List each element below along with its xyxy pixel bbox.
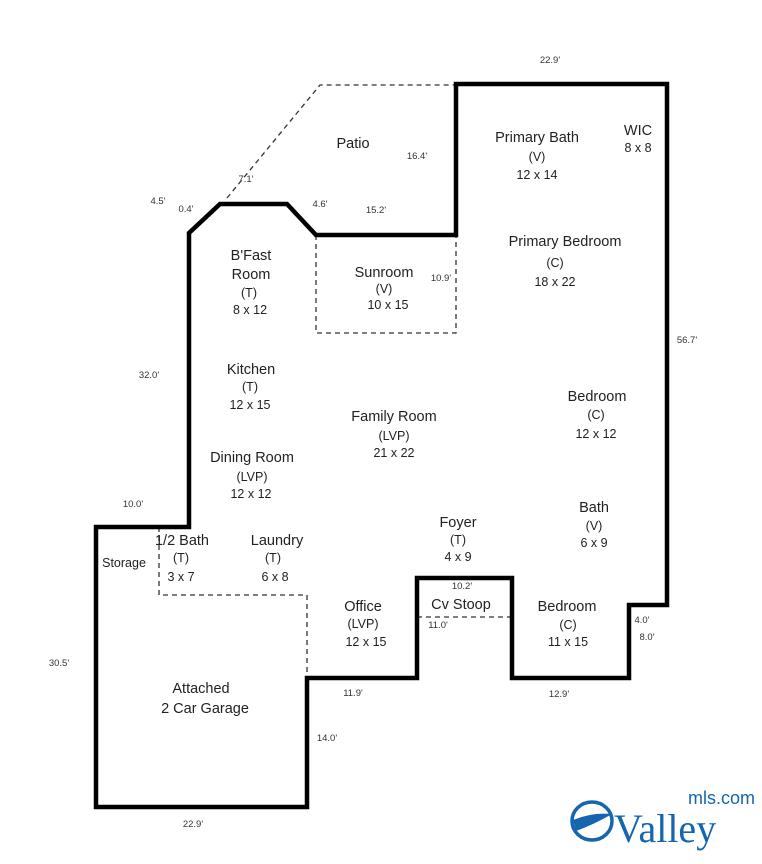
room-bfast: B'Fast — [231, 248, 272, 264]
sunroom-outline — [315, 235, 457, 334]
room-primary-bath: Primary Bath — [495, 130, 579, 146]
room-size: 12 x 12 — [230, 487, 271, 501]
room-office: Office — [344, 599, 382, 615]
room-primary-bedroom: Primary Bedroom — [509, 234, 622, 250]
dimension-label: 4.6' — [312, 199, 327, 210]
dimension-label: 11.9' — [343, 688, 363, 699]
room-kitchen: Kitchen — [227, 362, 275, 378]
logo-brand: Valley — [614, 806, 716, 851]
dimension-label: 10.2' — [452, 581, 472, 592]
room-size: 12 x 15 — [229, 398, 270, 412]
room-size: 3 x 7 — [167, 570, 194, 584]
room-bfast-line2: Room — [232, 267, 271, 283]
logo-suffix: mls.com — [688, 788, 755, 808]
laundry-outline — [158, 527, 308, 678]
dimension-label: 4.5' — [150, 196, 165, 207]
dimension-label: 30.5' — [49, 658, 69, 669]
room-size: 12 x 15 — [345, 635, 386, 649]
room-size: 12 x 12 — [575, 427, 616, 441]
room-floor: (T) — [242, 380, 258, 394]
room-bedroom-2: Bedroom — [568, 389, 627, 405]
dimension-label: 22.9' — [183, 819, 203, 830]
room-family: Family Room — [351, 409, 436, 425]
room-size: 11 x 15 — [548, 635, 588, 649]
room-floor: (T) — [241, 286, 257, 300]
room-floor: (T) — [265, 551, 281, 565]
room-size: 12 x 14 — [516, 168, 557, 182]
room-floor: (C) — [546, 256, 563, 270]
dimension-label: 10.0' — [123, 499, 143, 510]
dimension-label: 15.2' — [366, 205, 386, 216]
room-size: 8 x 8 — [624, 141, 651, 155]
room-wic: WIC — [624, 123, 652, 139]
room-bath: Bath — [579, 500, 609, 516]
room-floor: (C) — [587, 408, 604, 422]
room-floor: (T) — [173, 551, 189, 565]
dimension-label: 16.4' — [407, 151, 427, 162]
room-size: 8 x 12 — [233, 303, 267, 317]
dimension-label: 7.1' — [238, 174, 253, 185]
valleymls-logo: Valley mls.com — [570, 788, 755, 851]
dimension-label: 4.0' — [634, 615, 649, 626]
room-half-bath: 1/2 Bath — [155, 533, 209, 549]
room-patio: Patio — [336, 136, 369, 152]
room-laundry: Laundry — [251, 533, 304, 549]
dimension-label: 8.0' — [639, 632, 654, 643]
dimension-label: 14.0' — [317, 733, 337, 744]
exterior-walls — [93, 81, 670, 810]
room-floor: (LVP) — [378, 429, 409, 443]
room-floor: (LVP) — [236, 470, 267, 484]
room-size: 18 x 22 — [534, 275, 575, 289]
dimension-label: 56.7' — [677, 335, 697, 346]
patio-outline — [226, 84, 456, 199]
dimension-label: 0.4' — [178, 204, 193, 215]
room-foyer: Foyer — [439, 515, 476, 531]
dimension-label: 10.9' — [431, 273, 451, 284]
room-sunroom: Sunroom — [355, 265, 414, 281]
room-garage-line2: 2 Car Garage — [161, 701, 249, 717]
room-dining: Dining Room — [210, 450, 294, 466]
room-size: 21 x 22 — [373, 446, 414, 460]
dimension-label: 22.9' — [540, 55, 560, 66]
room-garage: Attached — [172, 681, 229, 697]
room-bedroom-3: Bedroom — [538, 599, 597, 615]
room-floor: (T) — [450, 533, 466, 547]
room-floor: (C) — [559, 618, 576, 632]
room-floor: (V) — [529, 150, 546, 164]
room-floor: (V) — [586, 519, 603, 533]
room-stoop: Cv Stoop — [431, 597, 491, 613]
dimension-label: 32.0' — [139, 370, 159, 381]
room-floor: (LVP) — [347, 617, 378, 631]
room-size: 6 x 9 — [580, 536, 607, 550]
room-floor: (V) — [376, 282, 393, 296]
dimension-label: 12.9' — [549, 689, 569, 700]
dimension-label: 11.0' — [428, 620, 448, 631]
room-storage: Storage — [102, 556, 146, 570]
room-size: 4 x 9 — [444, 550, 471, 564]
logo-emblem-icon — [570, 800, 614, 842]
room-size: 6 x 8 — [261, 570, 288, 584]
room-size: 10 x 15 — [367, 298, 408, 312]
